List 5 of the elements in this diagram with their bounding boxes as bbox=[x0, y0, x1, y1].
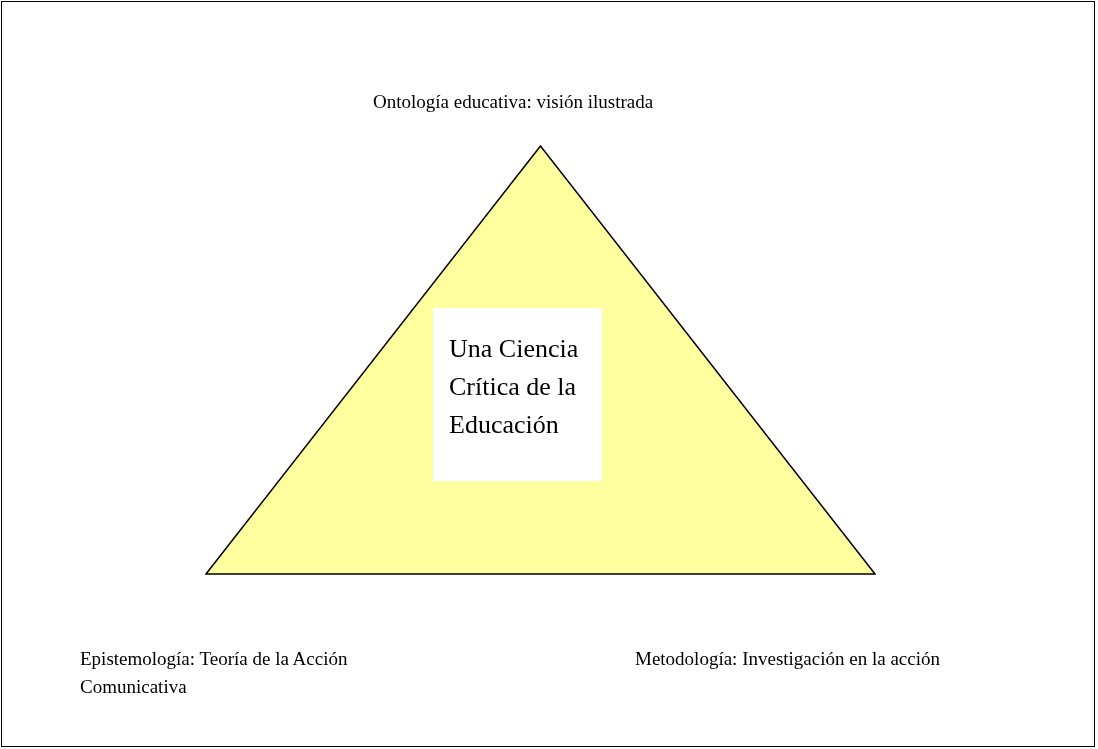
vertex-label: Metodología: Investigación en la acción bbox=[635, 647, 941, 671]
text-box: Una Ciencia Crítica de la Educación bbox=[433, 308, 602, 481]
triangle bbox=[205, 145, 876, 575]
vertex-label: Epistemología: Teoría de la Acción Comunicativa bbox=[80, 647, 349, 699]
vertex-label: Ontología educativa: visión ilustrada bbox=[373, 90, 655, 114]
